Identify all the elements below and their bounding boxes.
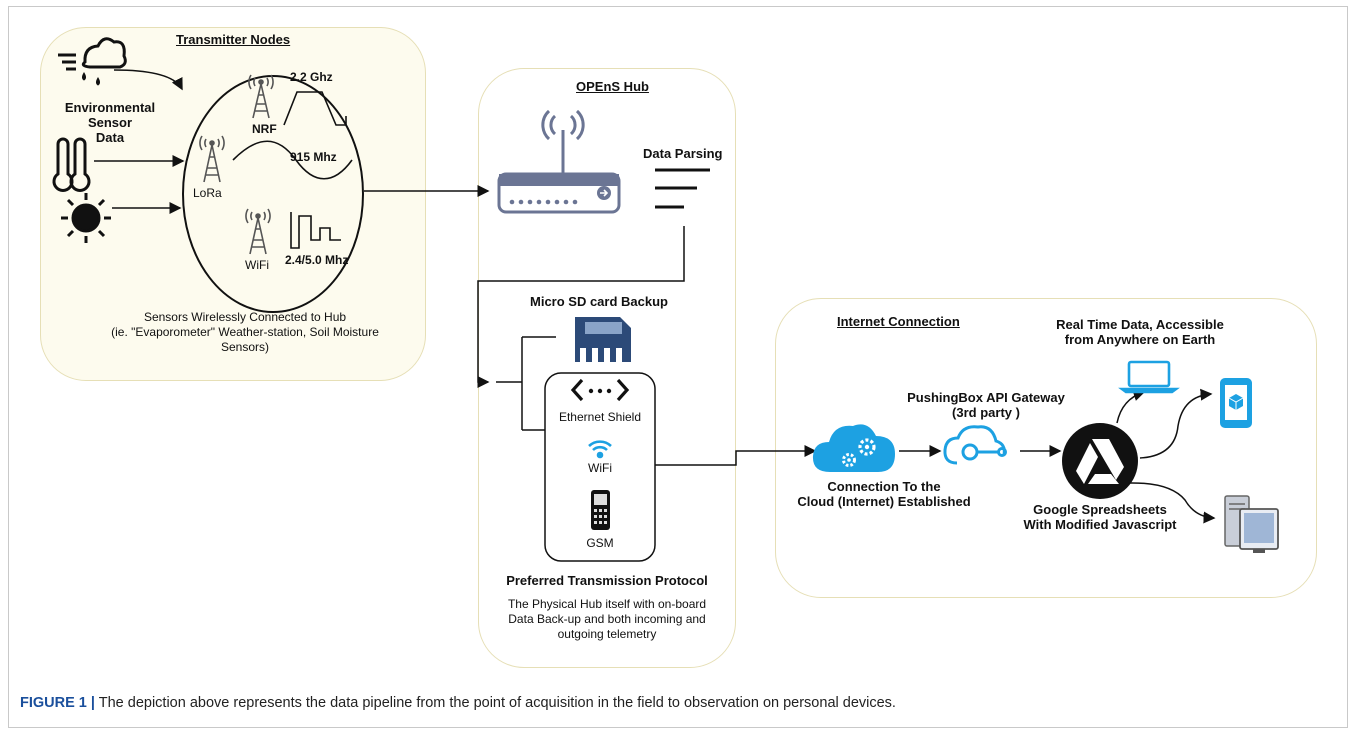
caption-text: The depiction above represents the data … [98, 695, 896, 711]
figure-caption: FIGURE 1 | The depiction above represent… [20, 695, 896, 711]
sheets-line1: Google Spreadsheets [1033, 502, 1167, 517]
wifi-tower-icon [245, 208, 271, 255]
sheets-to-tablet-arrow [1139, 388, 1213, 459]
realtime-line2: from Anywhere on Earth [1064, 332, 1216, 347]
internet-title: Internet Connection [837, 314, 960, 329]
transmitter-title: Transmitter Nodes [176, 32, 291, 47]
parsing-to-storage-connector [477, 226, 685, 388]
wifi-freq-label: 2.4/5.0 Mhz [285, 253, 349, 267]
code-brackets-icon [570, 378, 630, 402]
nrf-trapezoid-wave [283, 91, 347, 126]
nrf-label: NRF [252, 122, 277, 136]
transmitter-circle [182, 75, 364, 313]
wifi-tower-label: WiFi [245, 258, 269, 272]
wifi-signal-icon [588, 440, 612, 459]
internet-connection-panel [775, 298, 1317, 598]
cloud-line1: Connection To the [827, 479, 941, 494]
sheets-line2: With Modified Javascript [1023, 517, 1177, 532]
hub-wifi-label: WiFi [588, 461, 612, 475]
gateway-line2: (3rd party ) [952, 405, 1020, 420]
transmitter-nodes-panel [40, 27, 426, 381]
rain-arrow [113, 69, 183, 91]
wifi-square-wave [290, 212, 341, 249]
figure-frame [8, 6, 1348, 728]
gsm-label: GSM [586, 536, 614, 550]
rain-cloud-icon [58, 37, 127, 86]
cloud-gears-icon [812, 424, 895, 472]
ethernet-label: Ethernet Shield [558, 410, 642, 424]
gsm-phone-icon [591, 490, 610, 530]
tablet-icon [1220, 378, 1252, 428]
sd-backup-label: Micro SD card Backup [530, 294, 668, 309]
sheets-to-laptop-arrow [1116, 389, 1146, 424]
caption-label: FIGURE 1 | [20, 695, 95, 711]
storage-bracket [496, 336, 556, 431]
gateway-line1: PushingBox API Gateway [907, 390, 1065, 405]
env-label-line3: Data [95, 130, 125, 145]
hub-desc-line1: The Physical Hub itself with on-board [507, 597, 707, 611]
data-parsing-lines-icon [655, 168, 710, 209]
lora-label: LoRa [193, 186, 222, 200]
transmitter-desc-line1: Sensors Wirelessly Connected to Hub [143, 310, 347, 324]
protocol-box [544, 372, 656, 562]
hub-title: OPEnS Hub [576, 79, 649, 94]
sun-icon [61, 193, 111, 243]
lora-freq-label: 915 Mhz [290, 150, 337, 164]
data-parsing-label: Data Parsing [643, 146, 723, 161]
router-icon [497, 109, 621, 214]
nrf-tower-icon [248, 74, 274, 119]
env-label-line1: Environmental [64, 100, 156, 115]
cloud-line2: Cloud (Internet) Established [797, 494, 971, 509]
sd-card-icon [575, 317, 631, 362]
transmitter-desc-line2: (ie. "Evaporometer" Weather-station, Soi… [111, 325, 379, 339]
lora-sine-wave [232, 140, 353, 180]
hub-desc-line2: Data Back-up and both incoming and [508, 612, 706, 626]
hub-to-cloud-connector [655, 445, 817, 466]
gateway-cloud-icon [943, 425, 1007, 465]
protocol-title: Preferred Transmission Protocol [506, 573, 708, 588]
google-drive-icon [1062, 423, 1138, 499]
sheets-to-server-arrow [1127, 482, 1216, 524]
laptop-icon [1118, 360, 1180, 394]
lora-tower-icon [199, 135, 225, 183]
transmitter-desc-line3: Sensors) [220, 340, 270, 354]
opens-hub-panel [478, 68, 736, 668]
thermometer-icon [52, 137, 91, 192]
server-desktop-icon [1224, 495, 1279, 553]
hub-desc-line3: outgoing telemetry [557, 627, 657, 641]
nrf-freq-label: 2.2 Ghz [290, 70, 333, 84]
code-dots [588, 388, 612, 394]
realtime-line1: Real Time Data, Accessible [1056, 317, 1224, 332]
env-label-line2: Sensor [87, 115, 133, 130]
